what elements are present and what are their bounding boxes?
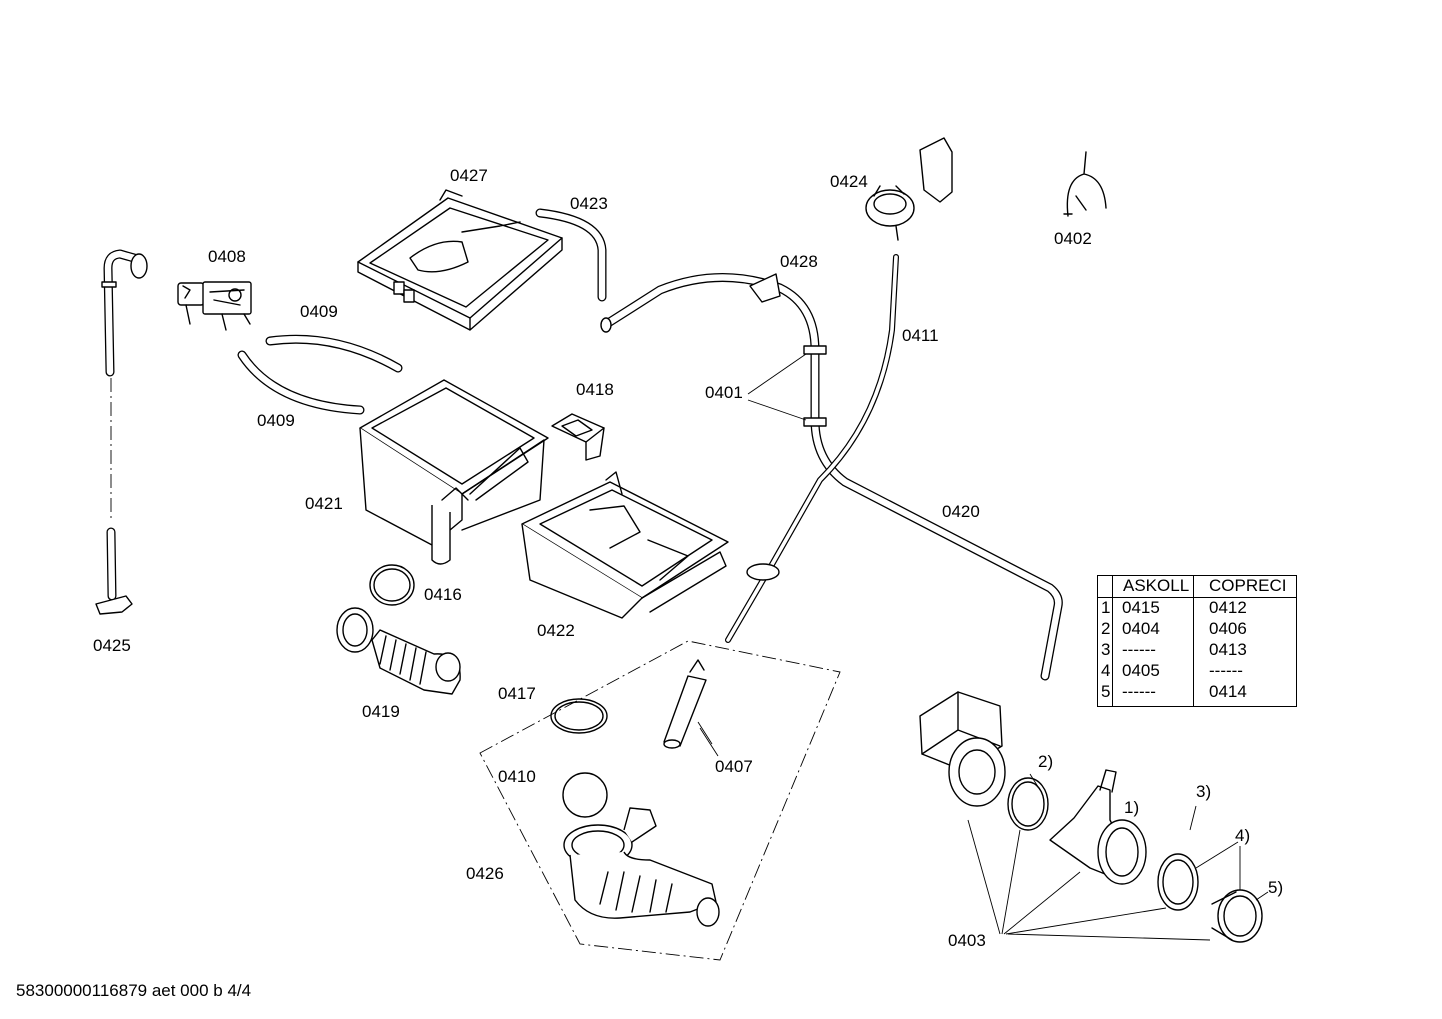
part-0423-hose bbox=[535, 208, 607, 302]
table-row-1-copreci: 0412 bbox=[1209, 598, 1247, 617]
label-0402: 0402 bbox=[1054, 229, 1092, 248]
document-footer: 58300000116879 aet 000 b 4/4 bbox=[16, 981, 252, 1000]
part-0402-clip bbox=[1063, 151, 1107, 217]
label-0411: 0411 bbox=[902, 326, 939, 345]
label-note-2: 2) bbox=[1038, 752, 1054, 771]
part-0422-drawer bbox=[521, 471, 729, 619]
part-0417-ring bbox=[550, 698, 608, 734]
label-0409-bottom: 0409 bbox=[257, 411, 295, 430]
part-0408-valve bbox=[177, 281, 252, 331]
table-row-5-copreci: 0414 bbox=[1209, 682, 1247, 701]
variant-table: ASKOLL COPRECI 1 0415 0412 2 0404 0406 3… bbox=[1097, 575, 1297, 707]
label-note-3: 3) bbox=[1196, 782, 1212, 801]
table-row-1-num: 1 bbox=[1101, 598, 1111, 617]
table-row-2-askoll: 0404 bbox=[1122, 619, 1160, 638]
part-ring-2 bbox=[1007, 777, 1049, 831]
part-ring-3 bbox=[1157, 853, 1199, 911]
table-row-5-num: 5 bbox=[1101, 682, 1111, 701]
label-note-4: 4) bbox=[1235, 826, 1251, 845]
table-row-2-num: 2 bbox=[1101, 619, 1111, 638]
label-0417: 0417 bbox=[498, 684, 536, 703]
label-0410: 0410 bbox=[498, 767, 536, 786]
label-0428: 0428 bbox=[780, 252, 818, 271]
part-0416-ring bbox=[369, 564, 415, 606]
table-row-2-copreci: 0406 bbox=[1209, 619, 1247, 638]
label-0423: 0423 bbox=[570, 194, 608, 213]
part-filter-5 bbox=[1211, 889, 1263, 943]
part-0424-pressure-switch bbox=[865, 185, 915, 241]
part-0407-sensor bbox=[663, 659, 707, 749]
part-pump-housing-1 bbox=[1049, 769, 1147, 885]
part-0419-bellows bbox=[336, 607, 461, 695]
table-row-4-askoll: 0405 bbox=[1122, 661, 1160, 680]
label-0427: 0427 bbox=[450, 166, 488, 185]
part-0426-sump-hose bbox=[563, 807, 720, 927]
leader-lines bbox=[697, 353, 1269, 941]
label-0401: 0401 bbox=[705, 383, 743, 402]
part-0411-thin-hose bbox=[725, 254, 899, 643]
part-0421-drawer-housing bbox=[359, 379, 549, 565]
table-row-4-num: 4 bbox=[1101, 661, 1111, 680]
label-0424: 0424 bbox=[830, 172, 868, 191]
part-0420-pressure-hose bbox=[600, 273, 1063, 681]
label-note-1: 1) bbox=[1124, 798, 1140, 817]
table-header-copreci: COPRECI bbox=[1209, 576, 1287, 595]
label-0420: 0420 bbox=[942, 502, 980, 521]
table-row-4-copreci: ------ bbox=[1209, 661, 1243, 680]
part-0410-ball bbox=[562, 772, 608, 818]
table-row-3-copreci: 0413 bbox=[1209, 640, 1247, 659]
part-bracket bbox=[919, 137, 953, 203]
table-row-3-num: 3 bbox=[1101, 640, 1111, 659]
table-row-1-askoll: 0415 bbox=[1122, 598, 1160, 617]
label-0419: 0419 bbox=[362, 702, 400, 721]
table-header-askoll: ASKOLL bbox=[1123, 576, 1190, 595]
label-0425: 0425 bbox=[93, 636, 131, 655]
label-0422: 0422 bbox=[537, 621, 575, 640]
part-0427-lid bbox=[357, 189, 563, 331]
label-note-5: 5) bbox=[1268, 878, 1284, 897]
label-0416: 0416 bbox=[424, 585, 462, 604]
label-0426: 0426 bbox=[466, 864, 504, 883]
label-0408: 0408 bbox=[208, 247, 246, 266]
label-0418: 0418 bbox=[576, 380, 614, 399]
table-row-3-askoll: ------ bbox=[1122, 640, 1156, 659]
part-0425-hose-elbow bbox=[95, 249, 148, 615]
label-0403: 0403 bbox=[948, 931, 986, 950]
part-0426-outline bbox=[479, 640, 841, 961]
label-0421: 0421 bbox=[305, 494, 343, 513]
part-0403-pump bbox=[919, 691, 1006, 807]
label-0409-top: 0409 bbox=[300, 302, 338, 321]
part-0409-hoses bbox=[237, 334, 403, 415]
part-0418-clip bbox=[551, 413, 605, 461]
label-0407: 0407 bbox=[715, 757, 753, 776]
table-row-5-askoll: ------ bbox=[1122, 682, 1156, 701]
